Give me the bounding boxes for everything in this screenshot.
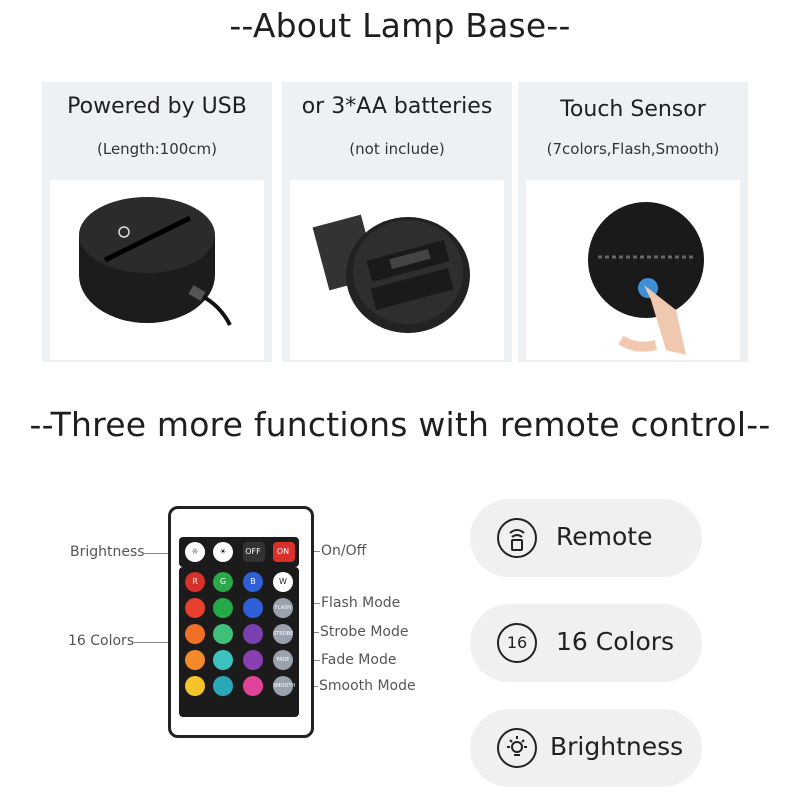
section-title-lamp-base: --About Lamp Base-- <box>229 6 571 45</box>
lamp-base-touch-image <box>526 180 740 360</box>
panel-usb-power: Powered by USB (Length:100cm) <box>42 82 272 362</box>
smooth-button[interactable]: SMOOTH <box>273 676 295 696</box>
panel-title: Touch Sensor <box>560 97 706 122</box>
lamp-base-usb-image <box>50 180 264 360</box>
panel-subtitle: (not include) <box>349 140 445 158</box>
red-button[interactable]: R <box>185 572 205 592</box>
panel-title: Powered by USB <box>67 94 247 119</box>
sixteen-icon: 16 <box>497 623 537 663</box>
color-button[interactable] <box>185 598 205 618</box>
panel-title: or 3*AA batteries <box>301 94 493 119</box>
blue-button[interactable]: B <box>243 572 263 592</box>
feature-pill-brightness: Brightness <box>470 709 702 787</box>
callout-brightness: Brightness <box>70 544 145 560</box>
feature-pill-remote: Remote <box>470 499 702 577</box>
panel-subtitle: (Length:100cm) <box>97 140 217 158</box>
lamp-base-battery-image <box>290 180 504 360</box>
color-button[interactable] <box>185 624 205 644</box>
panel-subtitle: (7colors,Flash,Smooth) <box>546 140 720 158</box>
callout-16-colors: 16 Colors <box>68 633 135 649</box>
fade-button[interactable]: FADE <box>273 650 293 670</box>
flash-button[interactable]: FLASH <box>273 598 293 618</box>
panel-touch-sensor: Touch Sensor (7colors,Flash,Smooth) <box>518 82 748 362</box>
color-button[interactable] <box>213 676 233 696</box>
callout-flash: Flash Mode <box>321 595 401 611</box>
callout-line <box>143 553 181 554</box>
color-button[interactable] <box>213 624 233 644</box>
panel-batteries: or 3*AA batteries (not include) <box>282 82 512 362</box>
strobe-button[interactable]: STROBE <box>273 624 293 644</box>
pill-label: Remote <box>556 522 653 551</box>
section-title-remote-functions: --Three more functions with remote contr… <box>29 405 771 444</box>
color-button[interactable] <box>213 650 233 670</box>
color-button[interactable] <box>243 598 263 618</box>
callout-on-off: On/Off <box>321 543 367 559</box>
white-button[interactable]: W <box>273 572 293 592</box>
on-button[interactable]: ON <box>273 542 295 562</box>
color-button[interactable] <box>185 650 205 670</box>
callout-fade: Fade Mode <box>321 652 397 668</box>
color-button[interactable] <box>185 676 205 696</box>
brightness-down-button[interactable]: ☀ <box>213 542 233 562</box>
feature-pill-16-colors: 16 16 Colors <box>470 604 702 682</box>
color-button[interactable] <box>243 676 263 696</box>
color-button[interactable] <box>243 624 263 644</box>
pill-label: Brightness <box>550 732 684 761</box>
callout-line <box>134 642 181 643</box>
off-button[interactable]: OFF <box>243 542 265 562</box>
brightness-icon <box>497 728 537 768</box>
color-button[interactable] <box>213 598 233 618</box>
callout-strobe: Strobe Mode <box>320 624 409 640</box>
pill-label: 16 Colors <box>556 627 675 656</box>
remote-control: ☼ ☀ OFF ON R G B W FLASH STROBE FADE SMO… <box>168 506 314 738</box>
green-button[interactable]: G <box>213 572 233 592</box>
remote-icon <box>497 518 537 558</box>
callout-smooth: Smooth Mode <box>319 678 416 694</box>
color-button[interactable] <box>243 650 263 670</box>
brightness-up-button[interactable]: ☼ <box>185 542 205 562</box>
